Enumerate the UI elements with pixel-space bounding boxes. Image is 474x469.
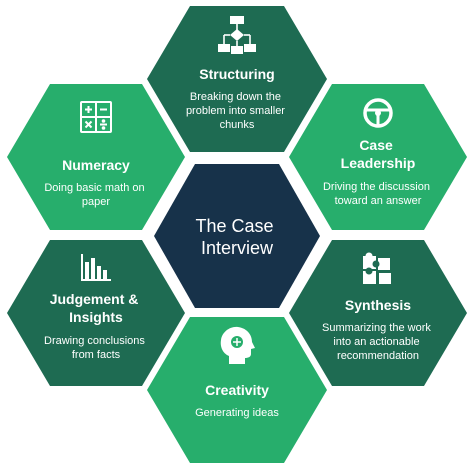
numeracy-title: Numeracy (62, 157, 130, 173)
bar-chart-icon (81, 254, 111, 281)
synthesis-desc-line-3: recommendation (337, 350, 419, 362)
creativity-desc-line-1: Generating ideas (195, 407, 279, 419)
judgement-insights-title-line-2: Insights (69, 309, 123, 325)
steering-wheel-icon (363, 98, 393, 128)
synthesis-title: Synthesis (345, 297, 411, 313)
judgement-insights-desc-line-1: Drawing conclusions (44, 335, 145, 347)
hexagon-synthesis-shape (289, 240, 467, 386)
hexagon-synthesis: Synthesis Summarizing the work into an a… (289, 240, 467, 386)
judgement-insights-title-line-1: Judgement & (50, 291, 139, 307)
svg-text:Structuring: Structuring (199, 66, 274, 82)
hexagon-numeracy-shape (7, 84, 185, 230)
center-title-line-2: Interview (201, 238, 274, 258)
svg-text:Generating ideas: Generating ideas (195, 407, 279, 419)
svg-text:Judgement & Insights: Judgement & Insights (50, 291, 143, 325)
structuring-desc-line-3: chunks (220, 119, 255, 131)
numeracy-desc-line-1: Doing basic math on (44, 182, 144, 194)
synthesis-desc-line-1: Summarizing the work (322, 322, 431, 334)
center-hexagon: The Case Interview (154, 164, 320, 308)
case-leadership-title-line-1: Case (359, 137, 393, 153)
hexagon-structuring-shape (147, 6, 327, 152)
calculator-icon (80, 101, 112, 133)
svg-text:Numeracy: Numeracy (62, 157, 130, 173)
creativity-title: Creativity (205, 382, 269, 398)
lightbulb-head-icon (220, 326, 255, 364)
svg-text:Case Leadership: Case Leadership (341, 137, 416, 171)
svg-text:Driving the discussion t: Driving the discussion toward an answer (323, 181, 433, 207)
svg-text:Summarizing the work int: Summarizing the work into an actionable … (322, 322, 434, 362)
hexagon-judgement-insights: Judgement & Insights Drawing conclusions… (7, 240, 185, 386)
svg-text:Doing basic math on pape: Doing basic math on paper (44, 182, 147, 208)
structuring-desc-line-2: problem into smaller (186, 105, 285, 117)
synthesis-desc-line-2: into an actionable (333, 336, 419, 348)
svg-text:Creativity: Creativity (205, 382, 269, 398)
structuring-desc-line-1: Breaking down the (190, 91, 281, 103)
center-title-line-1: The Case (195, 216, 273, 236)
flowchart-icon (218, 16, 256, 54)
puzzle-icon (363, 252, 391, 284)
numeracy-desc-line-2: paper (82, 196, 110, 208)
svg-text:Drawing conclusions from: Drawing conclusions from facts (44, 335, 148, 361)
center-hexagon-shape (154, 164, 320, 308)
hexagon-numeracy: Numeracy Doing basic math on paper (7, 84, 185, 230)
structuring-title: Structuring (199, 66, 274, 82)
hexagon-structuring: Structuring Breaking down the problem in… (147, 6, 327, 152)
hexagon-case-leadership-shape (289, 84, 467, 230)
hexagon-judgement-insights-shape (7, 240, 185, 386)
judgement-insights-desc-line-2: from facts (72, 349, 121, 361)
svg-text:Breaking down the proble: Breaking down the problem into smaller c… (186, 91, 288, 131)
case-leadership-title-line-2: Leadership (341, 155, 416, 171)
hexagon-creativity-shape (147, 317, 327, 463)
svg-text:Synthesis: Synthesis (345, 297, 411, 313)
hexagon-case-leadership: Case Leadership Driving the discussion t… (289, 84, 467, 230)
case-leadership-desc-line-1: Driving the discussion (323, 181, 430, 193)
case-leadership-desc-line-2: toward an answer (335, 195, 422, 207)
hexagon-creativity: Creativity Generating ideas (147, 317, 327, 463)
svg-text:The Case Interview: The Case Interview (195, 216, 278, 258)
